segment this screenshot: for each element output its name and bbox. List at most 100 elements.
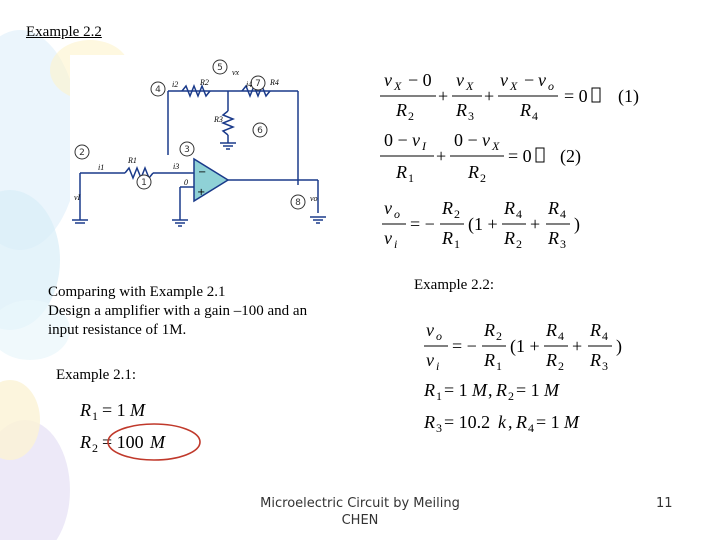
svg-text:X: X bbox=[491, 139, 500, 153]
svg-text:v: v bbox=[482, 130, 490, 150]
svg-text:−: − bbox=[524, 70, 534, 90]
svg-text:3: 3 bbox=[468, 109, 474, 123]
svg-text:2: 2 bbox=[516, 237, 522, 251]
svg-text:R: R bbox=[545, 320, 557, 340]
inverting-amplifier-circuit: − + 5 4 7 6 2 3 1 8 R2 R3 R4 R1 i1 i2 i3… bbox=[70, 55, 340, 240]
svg-text:−: − bbox=[198, 167, 206, 178]
svg-text:R: R bbox=[547, 228, 559, 248]
svg-text:R: R bbox=[395, 162, 407, 182]
vo-label: vo bbox=[310, 194, 318, 203]
footer-line-2: CHEN bbox=[341, 513, 379, 528]
svg-text:v: v bbox=[426, 350, 434, 370]
svg-text:R: R bbox=[423, 412, 435, 432]
i1-label: i1 bbox=[98, 163, 104, 172]
svg-text:o: o bbox=[436, 329, 442, 343]
svg-text:k: k bbox=[498, 412, 507, 432]
svg-text:v: v bbox=[384, 70, 392, 90]
example-2-1-label: Example 2.1: bbox=[56, 367, 136, 383]
svg-text:v: v bbox=[426, 320, 434, 340]
footer-line-1: Microelectric Circuit by Meiling bbox=[260, 496, 460, 511]
svg-text:+: + bbox=[530, 214, 540, 234]
svg-text:R: R bbox=[441, 198, 453, 218]
svg-text:X: X bbox=[509, 79, 518, 93]
svg-text:3: 3 bbox=[560, 237, 566, 251]
svg-text:R: R bbox=[547, 198, 559, 218]
svg-text:R: R bbox=[519, 100, 531, 120]
svg-text:i: i bbox=[436, 359, 439, 373]
svg-text:R: R bbox=[423, 380, 435, 400]
svg-text:R: R bbox=[483, 350, 495, 370]
svg-text:R: R bbox=[503, 198, 515, 218]
svg-text:M: M bbox=[149, 432, 166, 452]
svg-text:X: X bbox=[393, 79, 402, 93]
svg-text:1: 1 bbox=[408, 171, 414, 185]
node-1-label: 1 bbox=[141, 178, 147, 188]
svg-text:o: o bbox=[548, 79, 554, 93]
svg-text:4: 4 bbox=[528, 421, 534, 435]
svg-text:= 1: = 1 bbox=[536, 412, 560, 432]
svg-text:v: v bbox=[384, 228, 392, 248]
svg-text:2: 2 bbox=[92, 441, 98, 455]
svg-text:− 0: − 0 bbox=[408, 70, 432, 90]
comparing-line-3: input resistance of 1M. bbox=[48, 322, 187, 338]
svg-text:3: 3 bbox=[602, 359, 608, 373]
svg-text:R: R bbox=[589, 320, 601, 340]
node-3-label: 3 bbox=[184, 145, 190, 155]
svg-text:1: 1 bbox=[92, 409, 98, 423]
svg-text:+: + bbox=[197, 187, 205, 198]
svg-text:v: v bbox=[412, 130, 420, 150]
svg-text:(1 +: (1 + bbox=[510, 336, 540, 357]
svg-text:1: 1 bbox=[454, 237, 460, 251]
svg-text:R: R bbox=[79, 432, 91, 452]
svg-text:M: M bbox=[471, 380, 488, 400]
node-6-label: 6 bbox=[257, 126, 263, 136]
svg-text:0 −: 0 − bbox=[454, 130, 478, 150]
svg-text:= 100: = 100 bbox=[102, 432, 144, 452]
svg-text:R: R bbox=[495, 380, 507, 400]
svg-text:R: R bbox=[545, 350, 557, 370]
svg-text:= 1: = 1 bbox=[516, 380, 540, 400]
svg-text:+: + bbox=[436, 146, 446, 166]
svg-text:,: , bbox=[508, 412, 513, 432]
i4-label: i4 bbox=[246, 80, 252, 89]
svg-text:R: R bbox=[589, 350, 601, 370]
node-7-label: 7 bbox=[255, 79, 261, 89]
slide-title: Example 2.2 bbox=[26, 24, 102, 40]
svg-text:R: R bbox=[441, 228, 453, 248]
svg-text:(1 +: (1 + bbox=[468, 214, 498, 235]
svg-text:0 −: 0 − bbox=[384, 130, 408, 150]
svg-text:R: R bbox=[79, 400, 91, 420]
svg-text:= 1: = 1 bbox=[102, 400, 126, 420]
page-number: 11 bbox=[656, 496, 673, 511]
svg-text:4: 4 bbox=[602, 329, 608, 343]
svg-text:M: M bbox=[543, 380, 560, 400]
r3-label: R3 bbox=[213, 115, 223, 124]
comparing-line-2: Design a amplifier with a gain –100 and … bbox=[48, 303, 308, 319]
svg-text:1: 1 bbox=[496, 359, 502, 373]
vi-label: vI bbox=[74, 193, 81, 202]
comparing-text: Comparing with Example 2.1 Design a ampl… bbox=[48, 283, 378, 340]
node-4-label: 4 bbox=[155, 85, 161, 95]
svg-text:= 0: = 0 bbox=[508, 146, 532, 166]
svg-text:= −: = − bbox=[410, 214, 435, 234]
svg-text:4: 4 bbox=[532, 109, 538, 123]
i2-label: i2 bbox=[172, 80, 178, 89]
svg-text:2: 2 bbox=[454, 207, 460, 221]
comparing-line-1: Comparing with Example 2.1 bbox=[48, 284, 226, 300]
svg-text:o: o bbox=[394, 207, 400, 221]
r1-label: R1 bbox=[127, 156, 137, 165]
svg-text:R: R bbox=[455, 100, 467, 120]
svg-text:R: R bbox=[503, 228, 515, 248]
svg-text:= 1: = 1 bbox=[444, 380, 468, 400]
svg-text:i: i bbox=[394, 237, 397, 251]
svg-text:): ) bbox=[616, 336, 622, 357]
svg-text:R: R bbox=[467, 162, 479, 182]
svg-text:v: v bbox=[500, 70, 508, 90]
svg-text:= 0: = 0 bbox=[564, 86, 588, 106]
